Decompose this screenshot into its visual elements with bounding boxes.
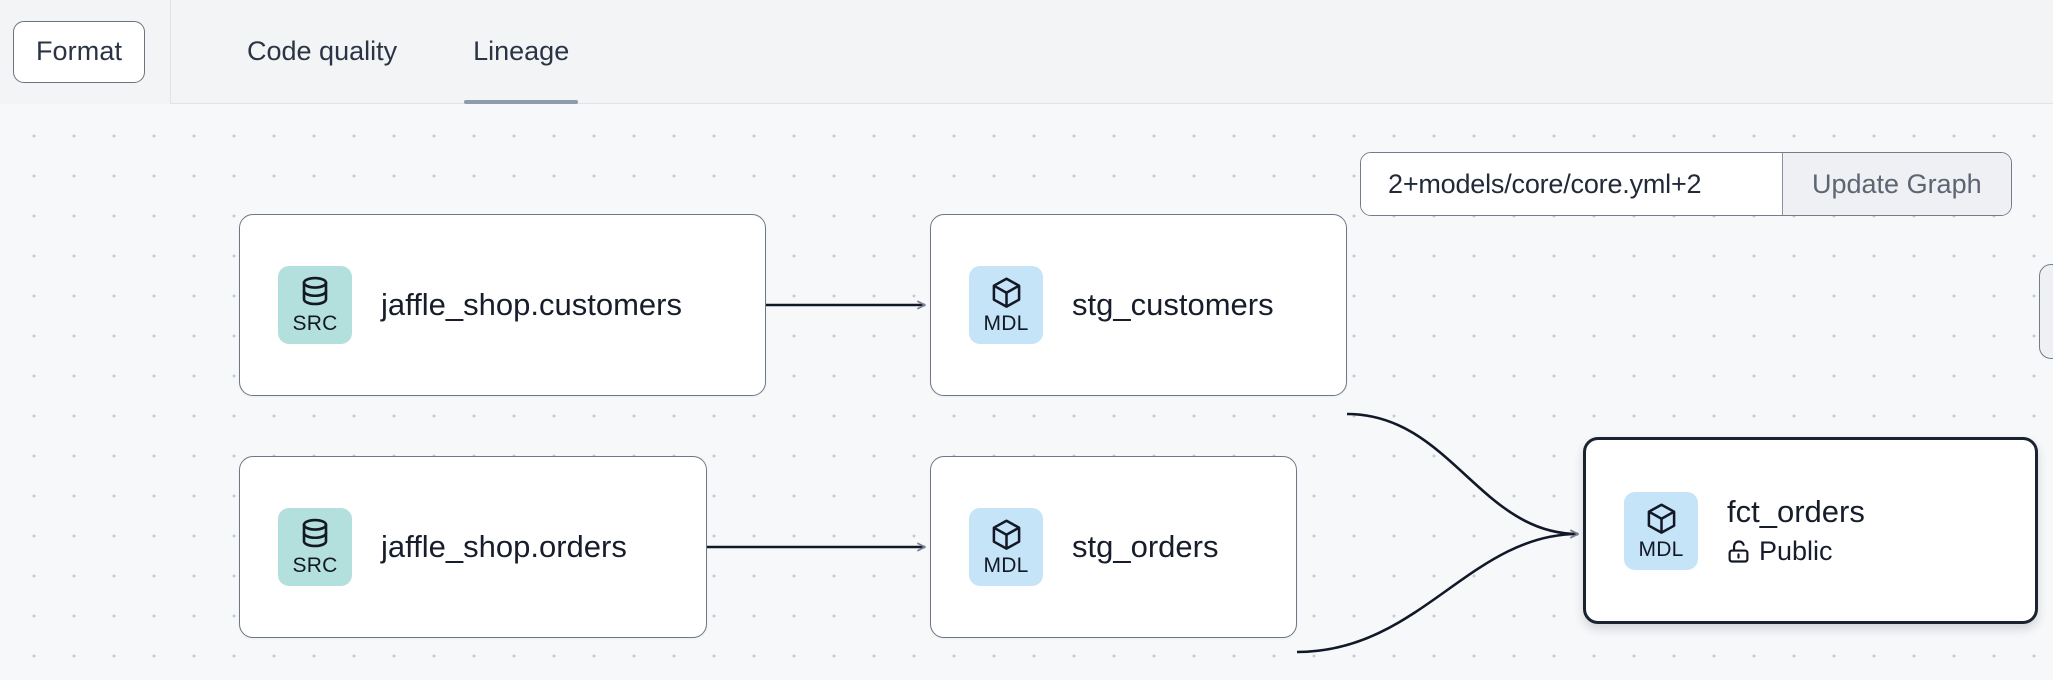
badge-mdl-label: MDL: [983, 312, 1029, 335]
edge-stg-customers-to-fct-orders: [1346, 412, 1579, 539]
lineage-node-stg-customers[interactable]: MDL stg_customers: [930, 214, 1347, 396]
cube-icon: [1647, 503, 1675, 534]
node-title: stg_customers: [1072, 287, 1274, 323]
badge-src: SRC: [278, 266, 352, 344]
badge-src-label: SRC: [292, 312, 338, 335]
badge-mdl: MDL: [969, 508, 1043, 586]
node-body: stg_orders: [1072, 529, 1218, 565]
tab-lineage[interactable]: Lineage: [464, 0, 579, 104]
update-graph-button[interactable]: Update Graph: [1782, 153, 2011, 215]
tab-underline: [238, 100, 406, 104]
unlock-icon: [1728, 540, 1749, 563]
lineage-node-fct-orders[interactable]: MDL fct_orders Public: [1583, 437, 2038, 624]
edge-stg-orders-to-fct-orders: [1296, 529, 1579, 654]
lineage-node-jaffle-shop-customers[interactable]: SRC jaffle_shop.customers: [239, 214, 766, 396]
lineage-canvas[interactable]: SRC jaffle_shop.customers MDL stg_custom…: [0, 104, 2053, 680]
node-body: jaffle_shop.customers: [381, 287, 682, 323]
node-body: jaffle_shop.orders: [381, 529, 627, 565]
graph-selector-group: Update Graph: [1360, 152, 2012, 216]
badge-src-label: SRC: [292, 554, 338, 577]
database-icon: [302, 518, 328, 548]
badge-mdl: MDL: [1624, 491, 1698, 570]
node-title: stg_orders: [1072, 529, 1219, 565]
badge-mdl-label: MDL: [983, 554, 1029, 577]
tab-code-quality-label: Code quality: [247, 36, 398, 66]
format-zone: Format: [0, 0, 171, 104]
node-body: fct_orders Public: [1727, 494, 1865, 567]
node-visibility: Public: [1727, 536, 1865, 567]
right-panel-stub[interactable]: [2039, 264, 2053, 359]
tab-lineage-label: Lineage: [473, 36, 570, 66]
database-icon: [302, 276, 328, 306]
node-visibility-label: Public: [1759, 535, 1833, 566]
lineage-node-jaffle-shop-orders[interactable]: SRC jaffle_shop.orders: [239, 456, 707, 638]
node-title: jaffle_shop.orders: [381, 529, 627, 565]
lineage-node-stg-orders[interactable]: MDL stg_orders: [930, 456, 1297, 638]
node-title: fct_orders: [1727, 494, 1865, 530]
node-body: stg_customers: [1072, 287, 1274, 323]
tab-code-quality[interactable]: Code quality: [238, 0, 406, 104]
badge-mdl-label: MDL: [1638, 537, 1684, 561]
tab-bar: Code quality Lineage: [171, 0, 636, 104]
cube-icon: [992, 277, 1020, 308]
tab-active-underline: [464, 99, 579, 104]
cube-icon: [992, 519, 1020, 550]
toolbar: Format Code quality Lineage: [0, 0, 2053, 104]
format-button[interactable]: Format: [13, 20, 145, 83]
node-title: jaffle_shop.customers: [381, 287, 682, 323]
badge-src: SRC: [278, 508, 352, 586]
badge-mdl: MDL: [969, 266, 1043, 344]
graph-selector-input[interactable]: [1361, 153, 1782, 215]
